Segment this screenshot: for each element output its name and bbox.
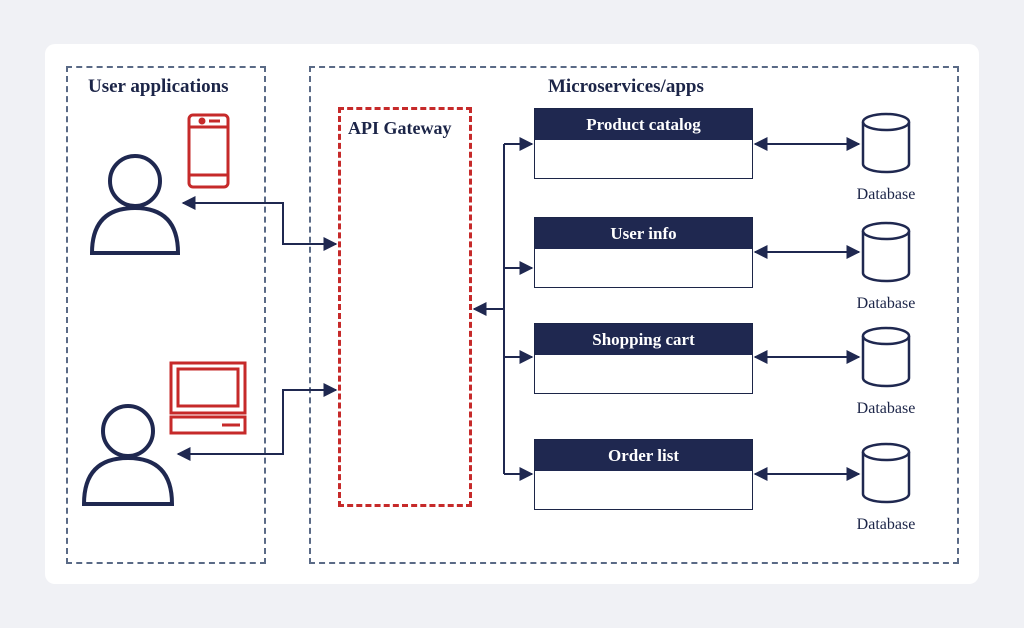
database-label: Database (856, 400, 916, 417)
service-name: User info (535, 218, 752, 249)
microservices-region (309, 66, 959, 564)
connector-gateway-services (472, 137, 534, 481)
database-label: Database (856, 186, 916, 203)
database-icon (861, 112, 911, 174)
database-icon (861, 326, 911, 388)
user-icon (81, 404, 175, 506)
user-applications-region (66, 66, 266, 564)
service-shopping-cart: Shopping cart (534, 323, 753, 394)
database-icon (861, 221, 911, 283)
service-name: Shopping cart (535, 324, 752, 355)
desktop-computer-icon (169, 361, 247, 435)
user-applications-title: User applications (88, 76, 229, 97)
database-label: Database (856, 295, 916, 312)
service-name: Order list (535, 440, 752, 471)
api-gateway-box (338, 107, 472, 507)
microservices-title: Microservices/apps (548, 76, 704, 97)
service-product-catalog: Product catalog (534, 108, 753, 179)
database-label: Database (856, 516, 916, 533)
service-name: Product catalog (535, 109, 752, 140)
connector-service-database (753, 137, 861, 481)
service-order-list: Order list (534, 439, 753, 510)
connector-user2-gateway (176, 383, 338, 461)
diagram-card (45, 44, 979, 584)
smartphone-icon (187, 113, 230, 189)
user-icon (89, 154, 181, 255)
database-icon (861, 442, 911, 504)
connector-user1-gateway (181, 196, 338, 251)
service-user-info: User info (534, 217, 753, 288)
api-gateway-title: API Gateway (348, 118, 452, 138)
